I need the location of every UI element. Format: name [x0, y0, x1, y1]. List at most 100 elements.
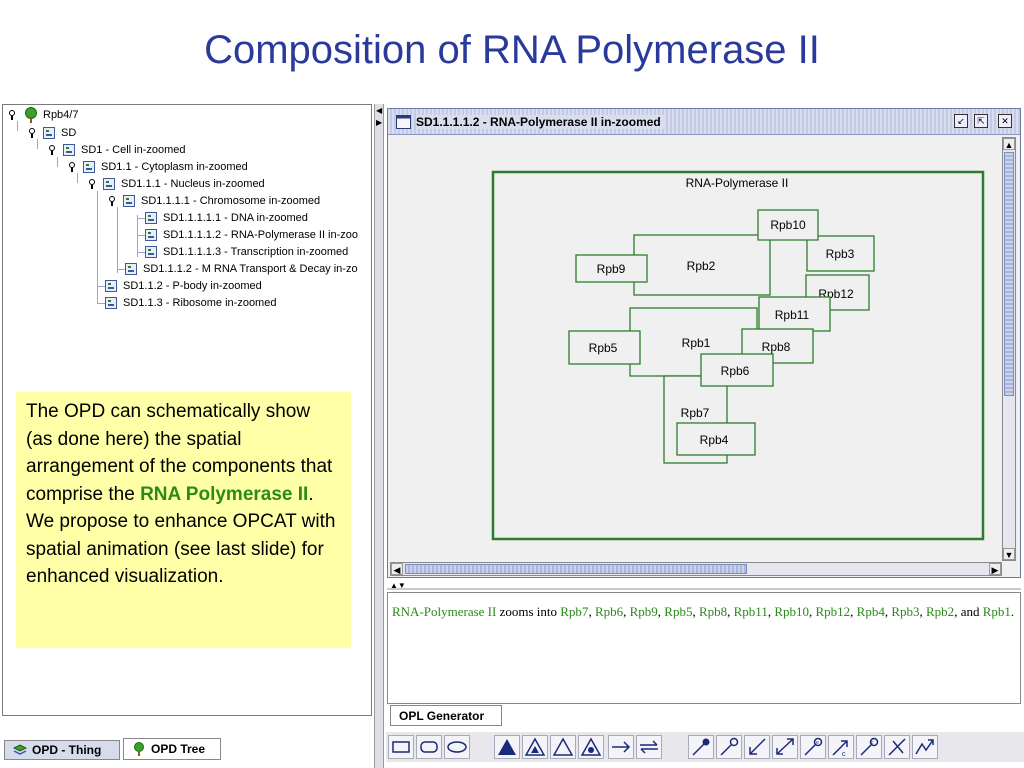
opl-verb: zooms into: [496, 604, 561, 619]
structural-link-icon[interactable]: [912, 735, 938, 759]
tree-item-sd1-1-1-1-2[interactable]: SD1.1.1.1.2 - RNA-Polymerase II in-zoo: [145, 227, 358, 243]
tree-item-sd1[interactable]: SD1 - Cell in-zoomed: [47, 142, 186, 158]
scroll-up-icon[interactable]: ▲: [1003, 138, 1015, 150]
scroll-thumb[interactable]: [1004, 152, 1014, 396]
tree-item-sd1-1-1[interactable]: SD1.1.1 - Nucleus in-zoomed: [87, 176, 265, 192]
svg-text:c: c: [871, 740, 874, 746]
object-rpb4[interactable]: [676, 422, 756, 456]
outline-triangle-icon[interactable]: [550, 735, 576, 759]
splitter-arrows-icon[interactable]: ▲▼: [390, 581, 406, 590]
scroll-right-icon[interactable]: ▶: [989, 563, 1001, 575]
rectangle-tool-icon[interactable]: [388, 735, 414, 759]
callout-highlight: RNA Polymerase II: [140, 483, 309, 505]
rounded-rect-tool-icon[interactable]: [416, 735, 442, 759]
object-rpb3[interactable]: [806, 235, 875, 272]
scroll-thumb[interactable]: [405, 564, 747, 574]
pin-icon: [67, 162, 77, 172]
diagram-icon: [63, 144, 75, 156]
diagram-icon: [83, 161, 95, 173]
layers-icon: [13, 744, 27, 755]
condition-link-icon[interactable]: c: [828, 735, 854, 759]
object-rpb10[interactable]: [757, 209, 819, 241]
canvas-horizontal-scrollbar[interactable]: ◀ ▶: [390, 562, 1002, 576]
tree-item-label: Rpb4/7: [43, 109, 79, 121]
arrow-bidirectional-icon[interactable]: [636, 735, 662, 759]
object-rpb2[interactable]: [633, 234, 771, 296]
bidirectional-link-icon[interactable]: [772, 735, 798, 759]
scroll-left-icon[interactable]: ◀: [391, 563, 403, 575]
pin-icon: [27, 128, 37, 138]
tab-label: OPD Tree: [151, 742, 206, 756]
consumption-link-icon[interactable]: [744, 735, 770, 759]
tab-label: OPD - Thing: [32, 743, 102, 757]
opd-diagram[interactable]: RNA-Polymerase II Rpb2 Rpb9 Rpb3 Rpb12 R…: [390, 137, 1000, 561]
triangle-in-triangle-icon[interactable]: [522, 735, 548, 759]
filled-triangle-icon[interactable]: [494, 735, 520, 759]
opl-part: Rpb8: [698, 604, 728, 619]
tab-opd-thing[interactable]: OPD - Thing: [4, 740, 120, 760]
object-label: Rpb2: [687, 259, 716, 273]
tree-item-sd1-1-1-1-3[interactable]: SD1.1.1.1.3 - Transcription in-zoomed: [145, 244, 348, 260]
arrow-right-icon[interactable]: [608, 735, 634, 759]
window-icon: [396, 115, 411, 129]
tree-item-sd1-1[interactable]: SD1.1 - Cytoplasm in-zoomed: [67, 159, 248, 175]
object-rpb9[interactable]: [575, 254, 648, 283]
tab-opd-tree[interactable]: OPD Tree: [123, 738, 221, 760]
rna-polymerase-container[interactable]: [491, 170, 985, 541]
tree-item-label: SD1.1.2 - P-body in-zoomed: [123, 280, 262, 292]
opd-window[interactable]: SD1.1.1.1.2 - RNA-Polymerase II in-zoome…: [387, 108, 1021, 578]
close-icon[interactable]: ✕: [998, 114, 1012, 128]
opd-canvas[interactable]: RNA-Polymerase II Rpb2 Rpb9 Rpb3 Rpb12 R…: [390, 137, 1000, 561]
ellipse-tool-icon[interactable]: [444, 735, 470, 759]
tree-item-sd[interactable]: SD: [27, 125, 76, 141]
tree-item-sd1-1-1-1[interactable]: SD1.1.1.1 - Chromosome in-zoomed: [107, 193, 320, 209]
slide-title: Composition of RNA Polymerase II: [204, 28, 820, 72]
tree-item-sd1-1-2[interactable]: SD1.1.2 - P-body in-zoomed: [105, 278, 262, 294]
collapse-left-icon[interactable]: ◀: [376, 106, 383, 115]
opl-part: Rpb1: [982, 604, 1011, 619]
object-rpb6[interactable]: [700, 353, 774, 387]
diagram-icon: [145, 246, 157, 258]
opd-window-titlebar[interactable]: SD1.1.1.1.2 - RNA-Polymerase II in-zoome…: [388, 109, 1020, 135]
diagram-icon: [105, 297, 117, 309]
tree-item-label: SD1 - Cell in-zoomed: [81, 144, 186, 156]
tab-opl-generator[interactable]: OPL Generator: [390, 705, 502, 726]
tree-item-sd1-1-1-2[interactable]: SD1.1.1.2 - M RNA Transport & Decay in-z…: [125, 261, 358, 277]
object-label: Rpb5: [589, 341, 618, 355]
opl-part: Rpb10: [774, 604, 809, 619]
agent-link-icon[interactable]: [688, 735, 714, 759]
opl-part: Rpb2: [926, 604, 955, 619]
drawing-toolbar[interactable]: e c c: [386, 732, 1024, 762]
diagram-icon: [123, 195, 135, 207]
split-pane-divider[interactable]: ◀ ▶: [374, 104, 384, 768]
minimize-icon[interactable]: ↙: [954, 114, 968, 128]
dot-triangle-icon[interactable]: [578, 735, 604, 759]
tree-item-label: SD: [61, 127, 77, 139]
invocation-icon[interactable]: c: [856, 735, 882, 759]
explanation-callout: The OPD can schematically show (as done …: [16, 392, 351, 648]
opd-window-title: SD1.1.1.1.2 - RNA-Polymerase II in-zoome…: [416, 115, 665, 129]
tree-item-label: SD1.1.1.1.1 - DNA in-zoomed: [163, 212, 308, 224]
tree-item-label: SD1.1.3 - Ribosome in-zoomed: [123, 297, 277, 309]
container-label: RNA-Polymerase II: [686, 176, 789, 190]
opl-part: Rpb9: [629, 604, 658, 619]
opl-part: Rpb12: [815, 604, 851, 619]
object-rpb5[interactable]: [568, 330, 641, 365]
object-label: Rpb8: [762, 340, 791, 354]
diagram-icon: [145, 212, 157, 224]
event-link-icon[interactable]: e: [800, 735, 826, 759]
object-label: Rpb11: [775, 308, 810, 322]
expand-right-icon[interactable]: ▶: [376, 118, 383, 127]
maximize-icon[interactable]: ⇱: [974, 114, 988, 128]
tree-item-sd1-1-3[interactable]: SD1.1.3 - Ribosome in-zoomed: [105, 295, 276, 311]
tree-item-sd1-1-1-1-1[interactable]: SD1.1.1.1.1 - DNA in-zoomed: [145, 210, 308, 226]
scroll-down-icon[interactable]: ▼: [1003, 548, 1015, 560]
tree-item-rpb47[interactable]: Rpb4/7: [7, 107, 78, 123]
horizontal-splitter[interactable]: [387, 588, 1021, 590]
opl-text-area[interactable]: RNA-Polymerase II zooms into Rpb7, Rpb6,…: [387, 592, 1021, 704]
instrument-link-icon[interactable]: [716, 735, 742, 759]
object-rpb11[interactable]: [758, 296, 831, 332]
canvas-vertical-scrollbar[interactable]: ▲ ▼: [1002, 137, 1016, 561]
callout-text-1: The OPD can schematically show (as done …: [26, 401, 333, 505]
exception-link-icon[interactable]: [884, 735, 910, 759]
